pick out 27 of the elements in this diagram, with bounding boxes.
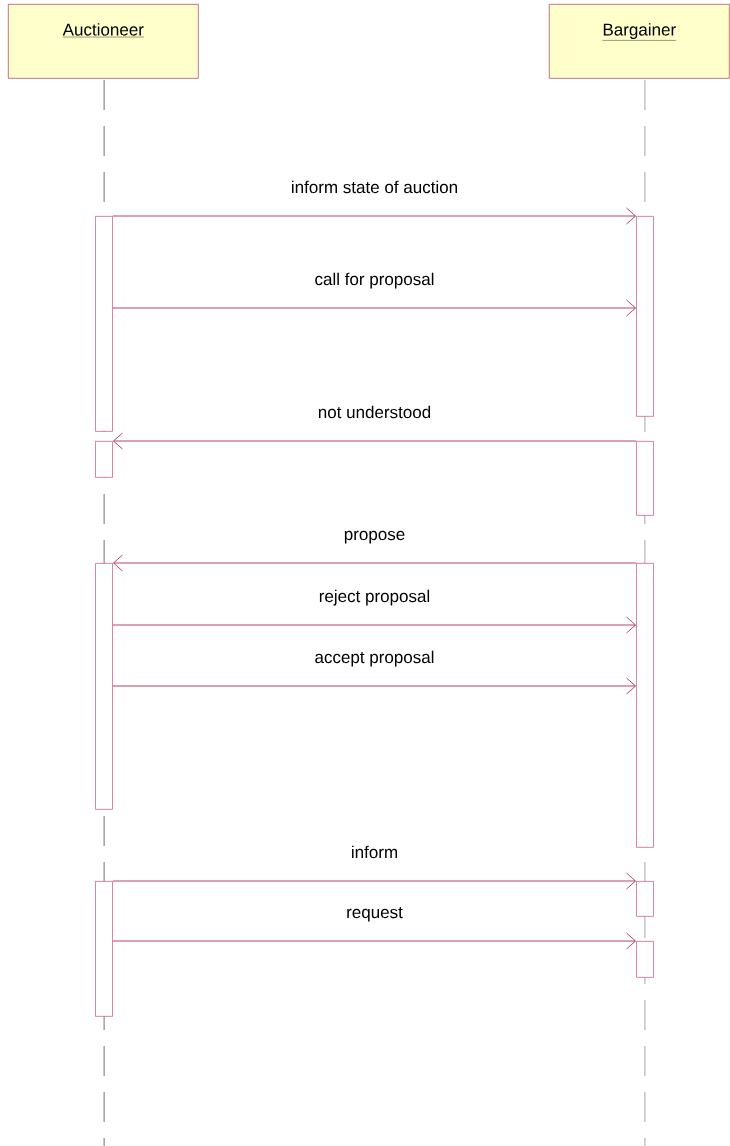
message-label: reject proposal [317,588,432,607]
message-label: inform [349,844,400,860]
message-label: propose [342,529,407,545]
lifeline-head: Bargainer [549,4,730,79]
message-arrow [112,616,636,634]
message-arrow [113,432,637,450]
activation-bar [95,216,113,432]
message-arrow [112,932,636,950]
message-arrow [112,207,636,225]
activation-bar [95,563,113,810]
message-arrow [113,554,637,572]
activation-bar [636,941,654,978]
activation-bar [636,216,654,417]
message-label: inform state of auction [289,179,460,195]
activation-bar [636,563,654,848]
lifeline-head: Auctioneer [8,4,199,79]
message-label: call for proposal [313,271,436,290]
message-arrow [112,299,636,317]
activation-bar [636,441,654,516]
message-label: not understood [316,404,433,420]
activation-bar [95,441,113,478]
activation-bar [636,881,654,917]
activation-bar [95,881,113,1017]
message-label: request [345,906,404,923]
message-arrow [112,677,636,695]
message-label: accept proposal [313,649,436,668]
message-arrow [112,872,636,890]
